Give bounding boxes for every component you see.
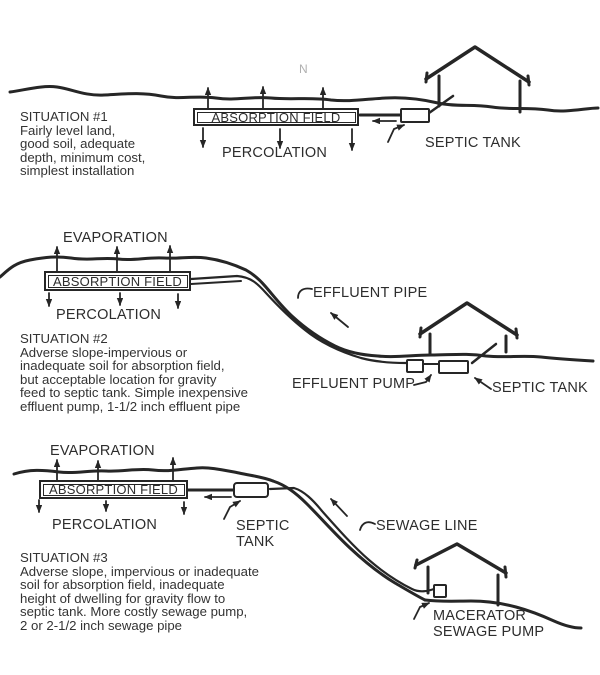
house-roof-eave-tick-right (503, 565, 508, 579)
situation-3-caption: SITUATION #3 Adverse slope, impervious o… (20, 551, 259, 632)
percolation-label: PERCOLATION (52, 517, 158, 533)
tank-word: TANK (236, 533, 275, 550)
faint-mark: N (299, 62, 308, 76)
ground-slope-line (0, 255, 595, 363)
house-roof-eave-tick-left (413, 558, 419, 570)
caption-line: effluent pump, 1-1/2 inch effluent pipe (20, 398, 241, 414)
ground-line (8, 85, 600, 113)
house-roof-eave-tick-right (514, 327, 519, 340)
septic-tank-label: SEPTIC TANK (492, 380, 588, 396)
situation-1-drawing (8, 45, 600, 151)
effluent-pipe-line (189, 274, 408, 365)
septic-tank-shape (438, 360, 469, 374)
absorption-field-box: ABSORPTION FIELD (44, 271, 191, 291)
absorption-field-label: ABSORPTION FIELD (42, 483, 185, 496)
caption-line: depth, minimum cost, (20, 149, 146, 165)
effluent-pump-shape (406, 359, 424, 373)
septic-tank-leader-arrow (474, 377, 492, 390)
macerator-pump-shape (433, 584, 447, 598)
absorption-field-label: ABSORPTION FIELD (47, 274, 188, 288)
sewage-line-leader (359, 521, 376, 531)
caption-line: but acceptable location for gravity (20, 371, 217, 387)
percolation-label: PERCOLATION (56, 307, 162, 323)
sewage-line-pipe (268, 486, 436, 593)
effluent-pipe-label: EFFLUENT PIPE (313, 285, 428, 301)
absorption-field-box: ABSORPTION FIELD (193, 108, 359, 126)
caption-line: Adverse slope-impervious or (20, 344, 188, 360)
effluent-pump-leader-arrow (413, 374, 432, 386)
situation-3-drawing (12, 457, 583, 630)
situation-1-title: SITUATION #1 (20, 109, 108, 124)
caption-line: feed to septic tank. Simple inexpensive (20, 385, 248, 400)
house-roof-eave-tick-left (424, 71, 429, 84)
absorption-field-label: ABSORPTION FIELD (196, 111, 356, 124)
sewage-pump-words: SEWAGE PUMP (433, 623, 545, 640)
septic-tank-shape (400, 108, 430, 123)
flow-arrow-up-slope (330, 312, 349, 328)
house-to-tank-pipe (470, 342, 498, 365)
macerator-sewage-pump-label: MACERATOR SEWAGE PUMP (433, 608, 545, 640)
situation-2-drawing (0, 245, 595, 390)
macerator-word: MACERATOR (433, 608, 527, 624)
effluent-pump-label: EFFLUENT PUMP (292, 376, 416, 392)
house-roof (418, 301, 519, 337)
effluent-pipe-leader (297, 287, 313, 299)
absorption-field-box: ABSORPTION FIELD (39, 480, 188, 499)
situation-2-title: SITUATION #2 (20, 331, 108, 346)
situation-3-title: SITUATION #3 (20, 550, 108, 565)
septic-tank-label: SEPTIC TANK (425, 135, 521, 151)
ground-slope-line (271, 479, 427, 602)
percolation-label: PERCOLATION (222, 145, 328, 161)
ground-line-at-house (423, 598, 583, 630)
house-roof (424, 45, 531, 84)
evaporation-label: EVAPORATION (63, 230, 168, 246)
septic-tank-label: SEPTIC TANK (236, 518, 290, 550)
septic-tank-shape (233, 482, 269, 498)
caption-line: 2 or 2-1/2 inch sewage pipe (20, 617, 183, 633)
situation-2-caption: SITUATION #2 Adverse slope-impervious or… (20, 332, 248, 413)
caption-line: inadequate soil for absorption field, (20, 358, 225, 373)
septic-tank-leader-arrow (223, 500, 241, 520)
evaporation-label: EVAPORATION (50, 443, 155, 459)
flow-arrow-up-slope (330, 498, 348, 517)
septic-tank-leader-arrow (387, 124, 405, 143)
caption-line: Fairly level land, (20, 122, 116, 138)
situation-1-caption: SITUATION #1 Fairly level land, good soi… (20, 110, 145, 178)
sewage-line-label: SEWAGE LINE (376, 518, 478, 534)
house-to-tank-pipe (427, 94, 455, 115)
house-roof (414, 542, 508, 575)
caption-line: height of dwelling for gravity flow to (20, 590, 226, 606)
caption-line: Adverse slope, impervious or inadequate (20, 563, 259, 579)
effluent-pipe-line-2 (190, 280, 242, 285)
house-roof-eave-tick-right (526, 74, 531, 87)
ground-line (12, 466, 275, 483)
macerator-pump-leader-arrow (413, 602, 430, 620)
caption-line: good soil, adequate (20, 136, 136, 151)
caption-line: soil for absorption field, inadequate (20, 577, 225, 592)
septic-word: SEPTIC (236, 518, 290, 534)
house-roof-eave-tick-left (418, 326, 423, 339)
caption-line: simplest installation (20, 163, 135, 178)
caption-line: septic tank. More costly sewage pump, (20, 604, 248, 619)
